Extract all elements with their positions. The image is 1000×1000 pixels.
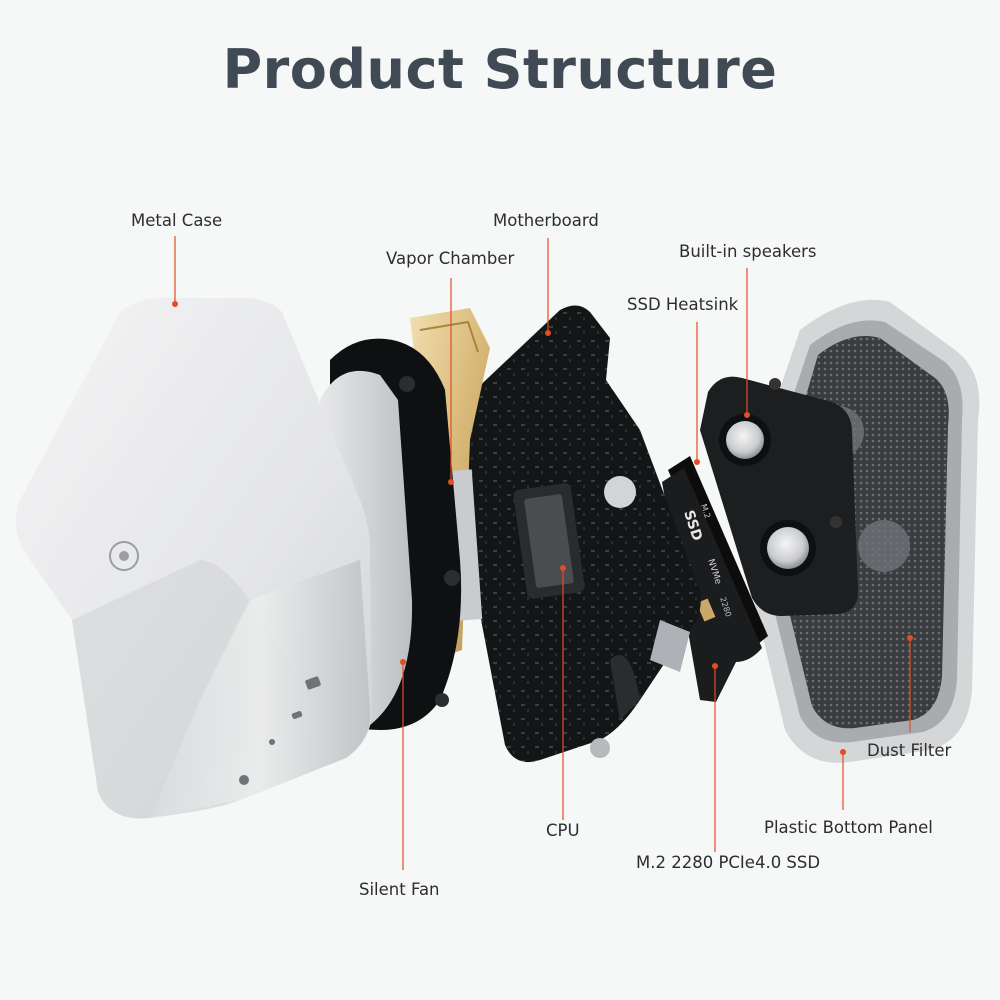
page-title: Product Structure xyxy=(222,38,778,101)
label-plastic-bottom-panel: Plastic Bottom Panel xyxy=(764,818,933,837)
brand-logo-icon xyxy=(109,541,139,571)
motherboard-shape xyxy=(459,305,701,763)
label-motherboard: Motherboard xyxy=(493,211,599,230)
label-silent-fan: Silent Fan xyxy=(359,880,440,899)
speaker-module-shape xyxy=(700,376,858,616)
label-metal-case: Metal Case xyxy=(131,211,223,230)
label-m2-ssd: M.2 2280 PCIe4.0 SSD xyxy=(636,853,821,872)
label-vapor-chamber: Vapor Chamber xyxy=(386,249,515,268)
metal-case-shape xyxy=(15,297,372,819)
m2-text: M.2 xyxy=(699,503,712,520)
label-cpu: CPU xyxy=(546,821,580,840)
ssd-shape: SSD M.2 NVMe 2280 xyxy=(662,456,768,702)
label-builtin-speakers: Built-in speakers xyxy=(679,242,817,261)
leader-lines xyxy=(172,236,913,870)
label-ssd-heatsink: SSD Heatsink xyxy=(627,295,739,314)
label-dust-filter: Dust Filter xyxy=(867,741,952,760)
